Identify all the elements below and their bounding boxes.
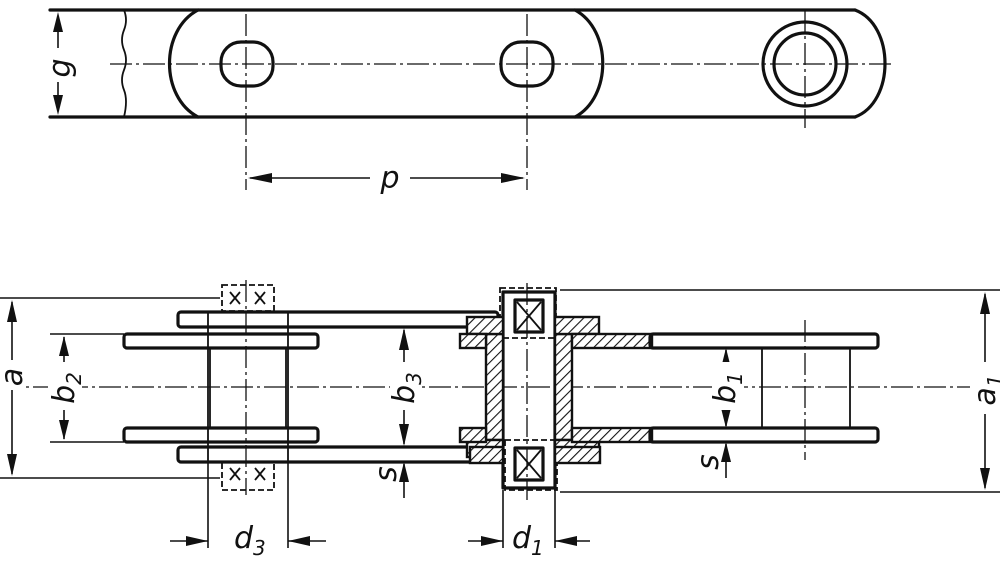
dimension-s-right: s: [691, 442, 731, 478]
dimension-a1: a1: [560, 289, 1000, 493]
outer-plate-left-top: [176, 310, 500, 329]
label-d1: d1: [512, 521, 544, 560]
dimension-d3: d3: [170, 462, 326, 560]
plate-section-tl: [465, 315, 505, 336]
label-s-right: s: [691, 454, 726, 470]
label-p: p: [379, 161, 399, 196]
label-s-left: s: [369, 466, 404, 482]
break-line: [121, 9, 127, 118]
dimension-a: a: [0, 297, 220, 479]
dimension-d1: d1: [468, 490, 590, 560]
label-a1: a1: [968, 374, 1000, 405]
inner-section-tl: [458, 332, 488, 350]
bushing-left: [484, 332, 505, 442]
label-b1: b1: [708, 372, 747, 404]
left-pin-head-bottom: [221, 461, 275, 491]
label-a: a: [0, 368, 30, 386]
inner-plate-right-bottom: [648, 426, 880, 444]
pin-insert-top: [513, 298, 545, 334]
dimension-p: p: [248, 160, 525, 196]
middle-pin: [501, 290, 557, 490]
inner-plate-left-bottom: [122, 426, 320, 444]
dimension-b2: b2: [47, 333, 124, 443]
dimension-g: g: [43, 12, 78, 115]
dimension-b1: b1: [708, 348, 747, 428]
inner-section-tr: [570, 332, 654, 350]
inner-plate-right-top: [648, 332, 880, 350]
chain-section-view: [0, 280, 1000, 500]
inner-section-bl: [458, 426, 488, 444]
label-b3: b3: [387, 372, 426, 404]
dimension-s-left: s: [369, 462, 409, 498]
label-g: g: [43, 58, 78, 77]
bushing-right: [553, 332, 574, 442]
label-d3: d3: [234, 521, 266, 560]
pin-insert-bottom: [513, 446, 545, 482]
inner-plate-left-top: [122, 332, 320, 350]
outer-plate-left-bottom: [176, 445, 500, 464]
dimension-b3: b3: [387, 328, 426, 446]
left-pin-head-top: [221, 284, 275, 312]
inner-section-br: [570, 426, 654, 444]
middle-pin-bottom: [504, 439, 558, 491]
plate-top-view: [48, 8, 895, 190]
label-b2: b2: [47, 372, 86, 404]
plate-section-tr: [553, 315, 601, 336]
